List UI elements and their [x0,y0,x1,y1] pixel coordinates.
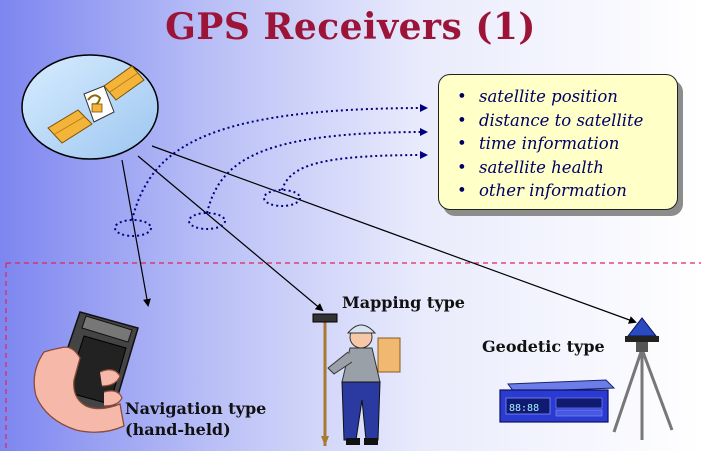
list-item: • other information [457,179,677,203]
slide-title: GPS Receivers (1) [165,6,536,48]
list-item: • time information [457,132,677,156]
geodetic-type-label: Geodetic type [482,337,605,356]
satellite-icon [21,54,159,160]
message-list: • satellite position • distance to satelli… [457,85,677,203]
bullet-icon: • [457,181,467,200]
list-item: • satellite health [457,156,677,180]
bullet-icon: • [457,134,467,153]
signal-line-navigation [121,159,151,307]
list-item: • distance to satellite [457,109,677,133]
message-item-text: other information [479,181,627,200]
signal-loop-1 [114,219,152,237]
navigation-type-title: Navigation type [125,399,267,418]
list-item: • satellite position [457,85,677,109]
surveyor-icon [312,313,401,446]
message-path-3 [281,151,428,191]
message-item-text: satellite position [479,87,618,106]
signal-line-mapping [137,155,324,312]
message-item-text: time information [479,134,620,153]
tripod-antenna-icon [612,317,674,440]
mapping-type-label: Mapping type [342,293,465,312]
svg-text:88:88: 88:88 [509,403,539,414]
signal-line-geodetic [151,145,637,324]
message-item-text: distance to satellite [479,110,644,130]
signal-loop-3 [263,189,301,207]
bullet-icon: • [457,110,467,130]
message-item-text: satellite health [479,157,604,177]
geodetic-receiver-icon: 88:88 [499,379,616,423]
satellite-message-box: • satellite position • distance to satelli… [438,74,678,210]
message-path-2 [206,128,428,214]
handheld-gps-icon [33,311,139,433]
navigation-type-subtitle: (hand-held) [125,420,231,439]
bullet-icon: • [457,87,467,106]
signal-loop-2 [188,212,226,230]
message-path-1 [131,104,428,221]
navigation-type-label: Navigation type (hand-held) [125,398,266,440]
bullet-icon: • [457,157,467,177]
